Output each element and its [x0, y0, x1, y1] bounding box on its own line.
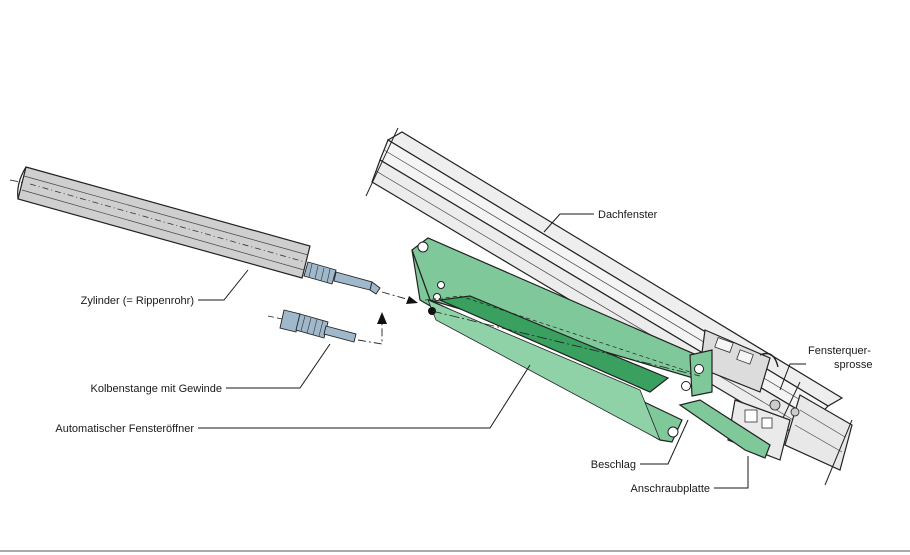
piston-rod-with-thread	[267, 309, 387, 345]
cylinder-ribbed-tube	[9, 166, 418, 304]
label-fensterquersprosse-line1: Fensterquer-	[808, 345, 871, 357]
automatic-window-opener	[411, 237, 771, 459]
label-beschlag: Beschlag	[591, 459, 636, 471]
label-kolbenstange: Kolbenstange mit Gewinde	[91, 383, 222, 395]
beschlag-bracket	[678, 399, 771, 459]
leader-lines	[198, 213, 806, 489]
label-dachfenster: Dachfenster	[598, 209, 658, 221]
label-zylinder: Zylinder (= Rippenrohr)	[81, 295, 194, 307]
label-anschraubplatte: Anschraubplatte	[631, 483, 711, 495]
label-fensteroeffner: Automatischer Fensteröffner	[55, 423, 194, 435]
opener-strut	[437, 295, 670, 393]
label-fensterquersprosse-line2: sprosse	[834, 359, 873, 371]
